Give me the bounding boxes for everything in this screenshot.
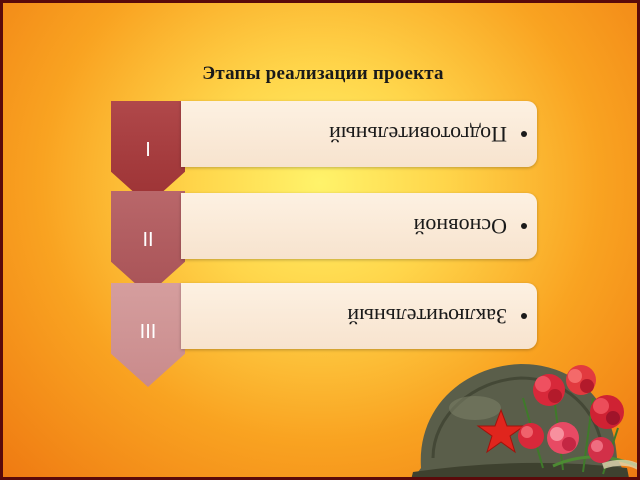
slide-title: Этапы реализации проекта: [202, 63, 444, 84]
carnation-icon: [547, 422, 579, 454]
stage-2-numeral: II: [142, 229, 154, 251]
stage-2-label: Основной: [413, 214, 507, 239]
stage-1-chevron: I: [111, 101, 185, 205]
carnation-icon: [588, 437, 614, 463]
stage-2-box: Основной: [181, 193, 537, 259]
bullet-icon: [521, 223, 527, 229]
bullet-icon: [521, 131, 527, 137]
carnation-icon: [590, 395, 624, 429]
stage-3-chevron: III: [111, 283, 185, 387]
stage-1-label: Подготовительный: [329, 122, 507, 147]
stage-2-chevron: II: [111, 191, 185, 295]
stage-3-numeral: III: [139, 321, 157, 343]
helmet-flowers-image: [411, 364, 637, 477]
stage-1-box: Подготовительный: [181, 101, 537, 167]
star-icon: [476, 408, 526, 454]
carnation-icon: [533, 374, 565, 406]
stage-3-box: Заключительный: [181, 283, 537, 349]
bullet-icon: [521, 313, 527, 319]
stage-3-label: Заключительный: [347, 304, 507, 329]
carnation-icon: [566, 365, 596, 395]
stage-1-numeral: I: [145, 139, 151, 161]
carnation-icon: [518, 423, 544, 449]
